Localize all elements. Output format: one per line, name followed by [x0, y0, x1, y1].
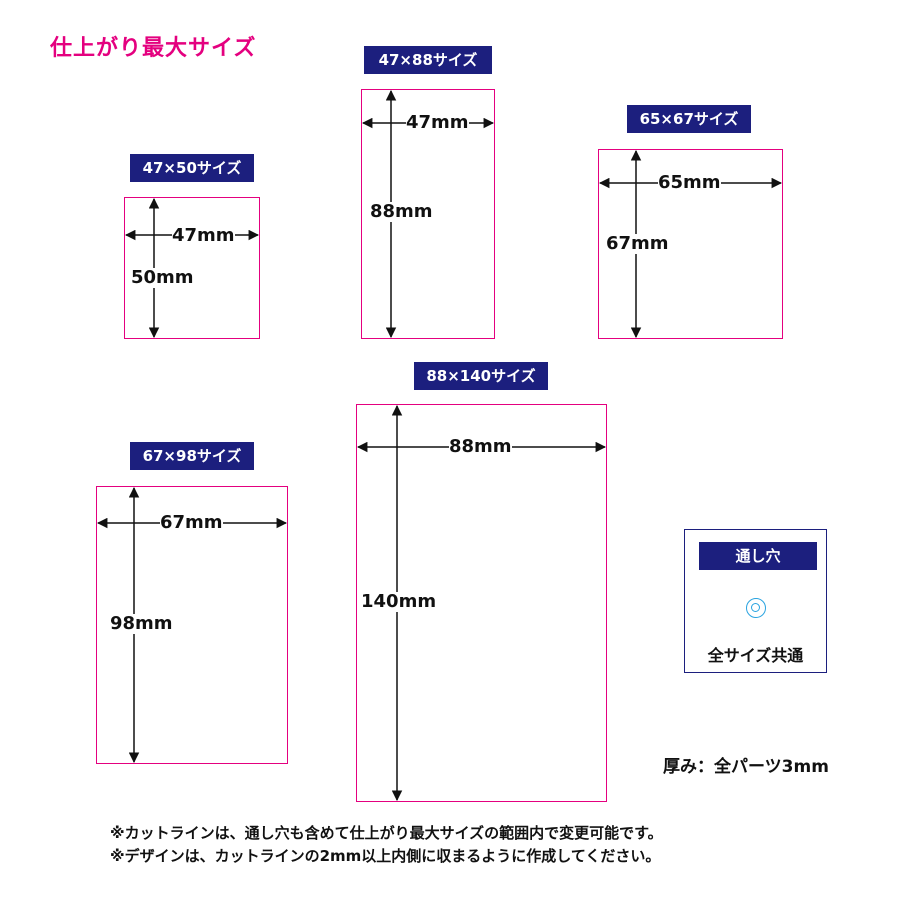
width-label-67x98: 67mm [160, 512, 223, 533]
width-label-65x67: 65mm [658, 172, 721, 193]
height-label-88x140: 140mm [361, 591, 437, 612]
size-frame-88x140 [356, 404, 607, 802]
size-badge-47x50: 47×50サイズ [130, 154, 254, 182]
size-badge-88x140: 88×140サイズ [414, 362, 548, 390]
through-hole-icon [746, 598, 766, 618]
width-label-47x50: 47mm [172, 225, 235, 246]
height-label-65x67: 67mm [606, 233, 669, 254]
size-frame-67x98 [96, 486, 288, 764]
height-label-47x50: 50mm [131, 267, 194, 288]
height-label-67x98: 98mm [110, 613, 173, 634]
size-badge-47x88: 47×88サイズ [364, 46, 492, 74]
height-label-47x88: 88mm [370, 201, 433, 222]
through-hole-common-label: 全サイズ共通 [707, 646, 804, 665]
note-cutline: ※カットラインは、通し穴も含めて仕上がり最大サイズの範囲内で変更可能です。 [110, 824, 663, 842]
thickness-note: 厚み：全パーツ3mm [663, 757, 829, 777]
width-label-47x88: 47mm [406, 112, 469, 133]
size-frame-47x88 [361, 89, 495, 339]
size-frame-65x67 [598, 149, 783, 339]
through-hole-title: 通し穴 [699, 542, 817, 570]
size-badge-67x98: 67×98サイズ [130, 442, 254, 470]
size-frame-47x50 [124, 197, 260, 339]
width-label-88x140: 88mm [449, 436, 512, 457]
size-badge-65x67: 65×67サイズ [627, 105, 751, 133]
through-hole-legend: 通し穴 全サイズ共通 [684, 529, 827, 673]
note-design: ※デザインは、カットラインの2mm以上内側に収まるように作成してください。 [110, 847, 661, 865]
page-title: 仕上がり最大サイズ [50, 36, 257, 61]
